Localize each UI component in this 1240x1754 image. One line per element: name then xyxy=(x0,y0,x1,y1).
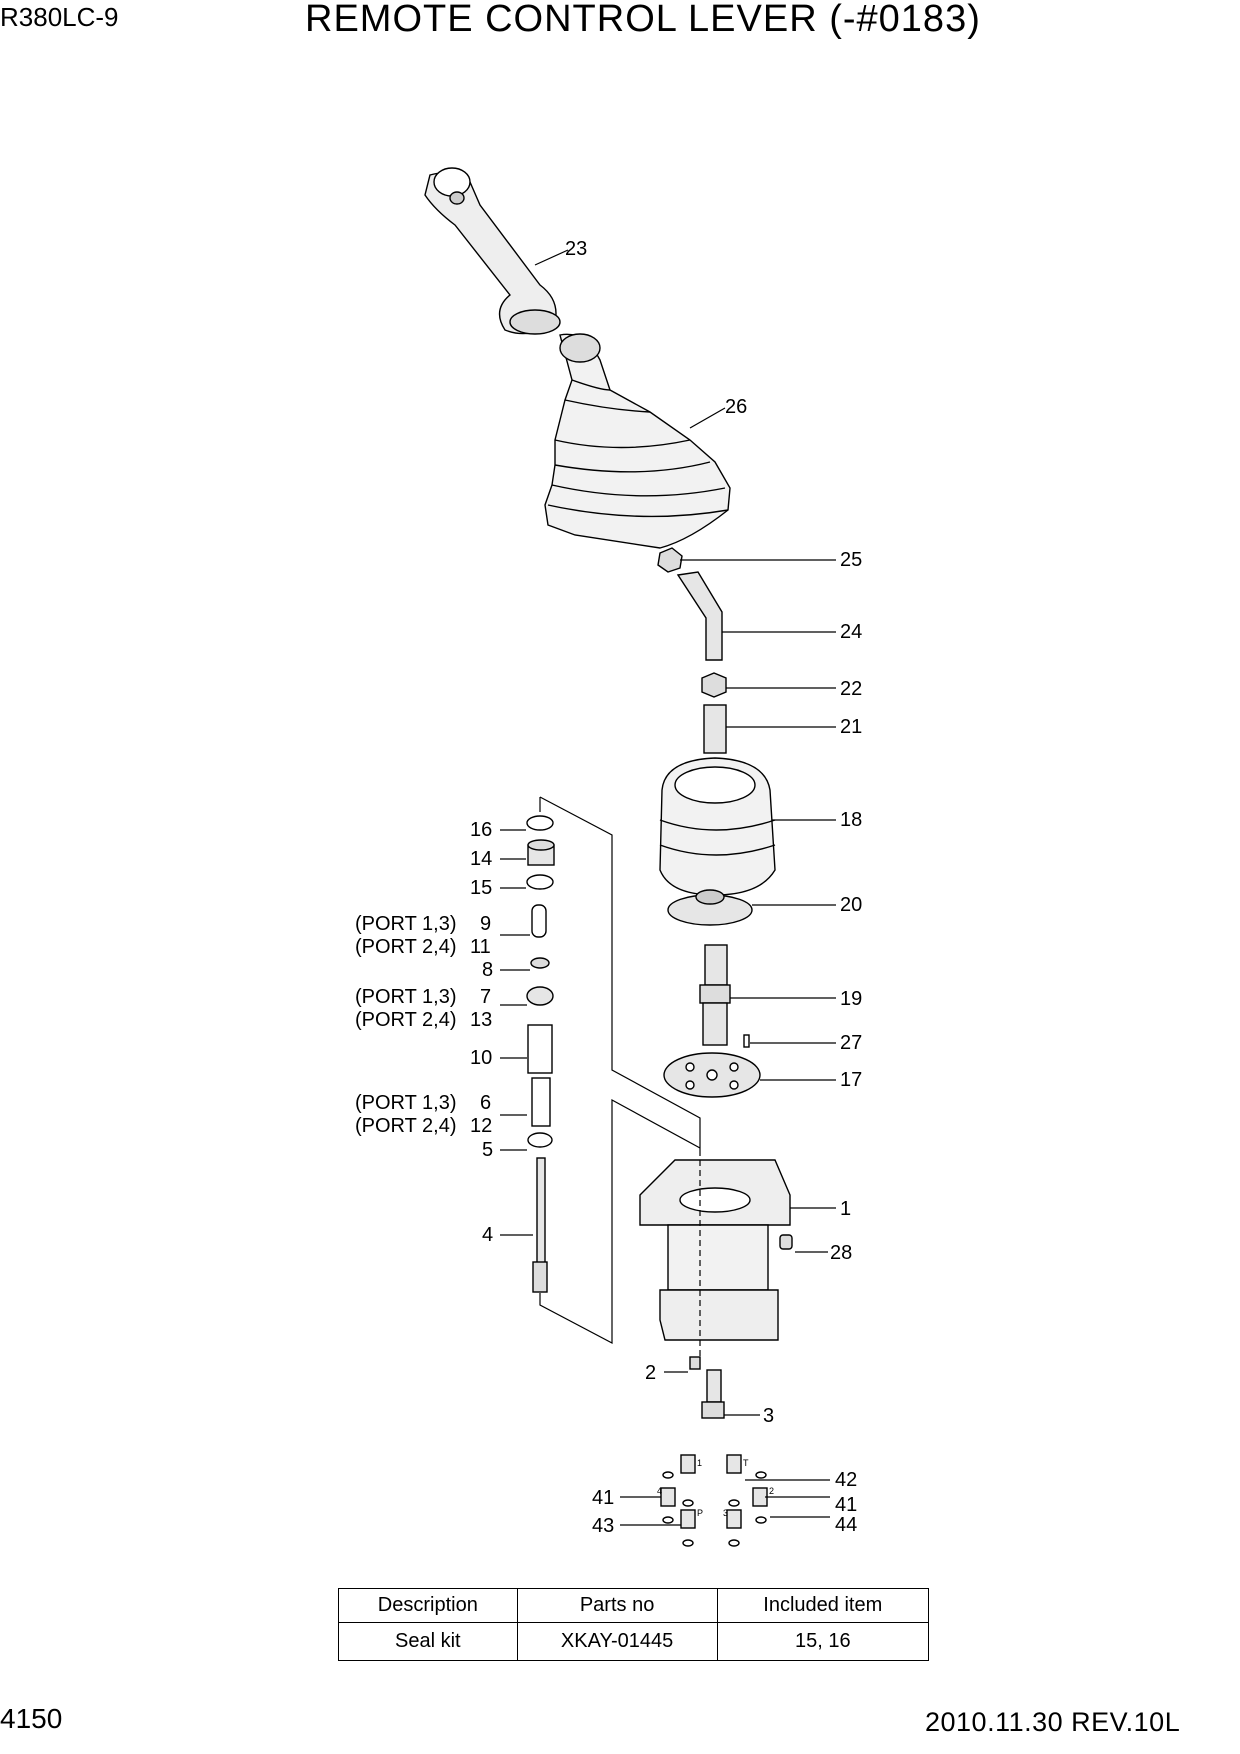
grip-handle-part xyxy=(424,167,561,335)
callout-23: 23 xyxy=(565,238,587,260)
callout-11: 11 xyxy=(470,936,491,958)
bushing-part-14 xyxy=(527,839,555,866)
port-label-2-4b: (PORT 2,4) xyxy=(355,1009,457,1031)
callout-7: 7 xyxy=(480,986,491,1008)
bellows-part xyxy=(659,757,776,896)
callout-8: 8 xyxy=(482,959,493,981)
nut-part-22 xyxy=(701,672,727,698)
callout-6: 6 xyxy=(480,1092,491,1114)
port-label-1-3a: (PORT 1,3) xyxy=(355,913,457,935)
parts-kit-table: Description Parts no Included item Seal … xyxy=(338,1588,930,1661)
spool-part-9 xyxy=(531,904,547,938)
callout-28: 28 xyxy=(830,1242,852,1264)
pin-part-27 xyxy=(743,1034,750,1048)
callout-41-right: 41 xyxy=(835,1494,857,1516)
callout-41-left: 41 xyxy=(592,1487,614,1509)
callout-15: 15 xyxy=(470,877,492,899)
callout-24: 24 xyxy=(840,621,862,643)
casing-part xyxy=(639,1159,791,1341)
callout-19: 19 xyxy=(840,988,862,1010)
callout-21: 21 xyxy=(840,716,862,738)
page-title: REMOTE CONTROL LEVER (-#0183) xyxy=(305,0,981,40)
callout-14: 14 xyxy=(470,848,492,870)
port-mark-1: 1 xyxy=(697,1458,702,1468)
plug-part-2 xyxy=(689,1356,701,1370)
port-mark-2: 2 xyxy=(769,1486,774,1496)
table-cell: XKAY-01445 xyxy=(516,1622,718,1661)
table-cell: Seal kit xyxy=(338,1622,518,1661)
callout-16: 16 xyxy=(470,819,492,841)
callout-3: 3 xyxy=(763,1405,774,1427)
callout-1: 1 xyxy=(840,1198,851,1220)
callout-17: 17 xyxy=(840,1069,862,1091)
callout-25: 25 xyxy=(840,549,862,571)
column-header: Parts no xyxy=(516,1588,718,1623)
spring-part-10 xyxy=(527,1024,553,1074)
port-mark-P: P xyxy=(697,1508,703,1518)
callout-22: 22 xyxy=(840,678,862,700)
callout-20: 20 xyxy=(840,894,862,916)
table-header-row: Description Parts no Included item xyxy=(338,1588,930,1623)
callout-44: 44 xyxy=(835,1514,857,1536)
port-mark-3: 3 xyxy=(723,1508,728,1518)
callout-13: 13 xyxy=(470,1009,492,1031)
port-mark-T: T xyxy=(743,1458,749,1468)
callout-9: 9 xyxy=(480,913,491,935)
plate-part-17 xyxy=(663,1052,761,1098)
spring-seat-part-7 xyxy=(526,986,554,1006)
universal-joint-part xyxy=(699,944,731,1046)
port-mark-4: 4 xyxy=(657,1486,662,1496)
coupling-part xyxy=(703,704,727,754)
callout-18: 18 xyxy=(840,809,862,831)
callout-10: 10 xyxy=(470,1047,492,1069)
push-rod-part-4 xyxy=(532,1157,548,1293)
callout-42: 42 xyxy=(835,1469,857,1491)
port-label-2-4a: (PORT 2,4) xyxy=(355,936,457,958)
callout-12: 12 xyxy=(470,1115,492,1137)
oring-part-15 xyxy=(526,874,554,890)
fittings-cluster xyxy=(660,1454,768,1547)
callout-2: 2 xyxy=(645,1362,656,1384)
nut-part-25 xyxy=(657,547,683,573)
column-header: Included item xyxy=(716,1588,930,1623)
ring-part-16 xyxy=(526,815,554,831)
washer-part-8 xyxy=(530,957,550,969)
callout-43: 43 xyxy=(592,1515,614,1537)
column-header: Description xyxy=(338,1588,518,1623)
port-label-1-3c: (PORT 1,3) xyxy=(355,1092,457,1114)
callout-4: 4 xyxy=(482,1224,493,1246)
plug-part-28 xyxy=(779,1234,793,1250)
rubber-boot-part xyxy=(544,333,731,549)
port-label-1-3b: (PORT 1,3) xyxy=(355,986,457,1008)
plate-part-20 xyxy=(667,889,753,926)
table-cell: 15, 16 xyxy=(716,1622,930,1661)
callout-5: 5 xyxy=(482,1139,493,1161)
model-number: R380LC-9 xyxy=(0,2,119,32)
washer-part-5 xyxy=(527,1132,553,1148)
callout-26: 26 xyxy=(725,396,747,418)
callout-27: 27 xyxy=(840,1032,862,1054)
port-label-2-4c: (PORT 2,4) xyxy=(355,1115,457,1137)
bolt-part-3 xyxy=(701,1369,725,1419)
lever-rod-part xyxy=(676,571,723,661)
table-row: Seal kit XKAY-01445 15, 16 xyxy=(338,1622,930,1661)
page-number: 4150 xyxy=(0,1703,63,1734)
spring-part-6 xyxy=(531,1077,551,1127)
revision-date: 2010.11.30 REV.10L xyxy=(925,1707,1181,1737)
